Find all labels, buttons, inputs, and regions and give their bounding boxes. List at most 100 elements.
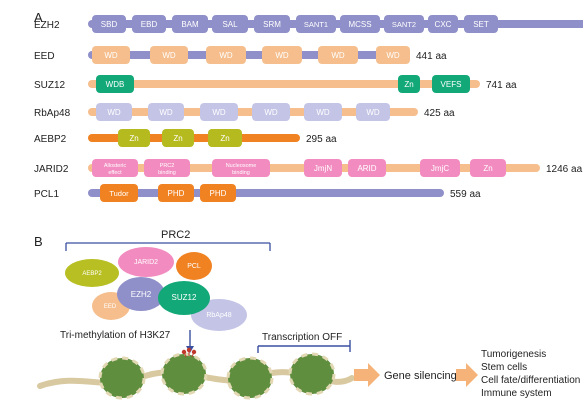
domain-box [318, 46, 358, 64]
domain-label: SANT1 [304, 20, 328, 29]
protein-name: SUZ12 [34, 80, 66, 91]
repression-bar [257, 340, 351, 353]
ezh2-subunit-label: EZH2 [131, 290, 152, 299]
gene-silencing-label: Gene silencing [384, 370, 457, 382]
domain-box [470, 159, 506, 177]
domain-label: WD [104, 51, 118, 60]
domain-label: Zn [404, 80, 413, 89]
right-arrow-icon [456, 363, 478, 387]
domain-label: WD [316, 108, 330, 117]
protein-name: EZH2 [34, 20, 60, 31]
domain-box [208, 129, 242, 147]
domain-box [92, 46, 130, 64]
domain-label: WD [159, 108, 173, 117]
domain-label: WD [212, 108, 226, 117]
domain-label: EBD [141, 20, 158, 29]
protein-length: 441 aa [416, 51, 447, 62]
domain-label: JmjC [431, 164, 449, 173]
protein-length: 559 aa [450, 189, 481, 200]
domain-box [376, 46, 410, 64]
domain-label: WD [162, 51, 176, 60]
aebp2-subunit [65, 259, 119, 287]
protein-backbone [88, 80, 480, 88]
domain-box [212, 159, 270, 177]
trimethylation-label: Tri-methylation of H3K27 [60, 330, 171, 341]
prc2-complex: AEBP2 JARID2 PCL EED EZH2 RbAp48 SUZ12 [65, 247, 247, 331]
protein-backbone [88, 189, 444, 197]
chromatin-fiber [37, 347, 355, 400]
outcome-list: Tumorigenesis Stem cells Cell fate/diffe… [481, 349, 580, 399]
domain-box [144, 159, 190, 177]
domain-box [200, 103, 238, 121]
domain-label: WD [366, 108, 380, 117]
domain-label: BAM [181, 20, 199, 29]
domain-box [432, 75, 470, 93]
domain-label: Zn [220, 134, 229, 143]
domain-label: ARID [357, 164, 376, 173]
domain-box [162, 129, 194, 147]
domain-box [158, 184, 194, 202]
protein-name: JARID2 [34, 164, 69, 175]
domain-label: CXC [435, 20, 452, 29]
domain-box [100, 184, 138, 202]
pcl-subunit [176, 252, 212, 280]
domain-label: WD [264, 108, 278, 117]
outcome-item: Tumorigenesis [481, 349, 546, 360]
domain-box [150, 46, 188, 64]
domain-box [206, 46, 246, 64]
domain-box [96, 103, 132, 121]
rbap48-subunit-label: RbAp48 [206, 312, 231, 319]
nucleosome [226, 356, 274, 400]
jarid2-subunit [118, 247, 174, 277]
panel-a-label: A [34, 10, 43, 25]
domain-label: WD [219, 51, 233, 60]
outcome-item: Stem cells [481, 362, 527, 373]
domain-label: VEFS [441, 80, 462, 89]
outcome-item: Cell fate/differentiation [481, 375, 580, 386]
protein-domain-map: EZH2SBDEBDBAMSALSRMSANT1MCSSSANT2CXCSET7… [34, 15, 583, 202]
domain-box [92, 15, 126, 33]
domain-label: WD [275, 51, 289, 60]
domain-box [96, 75, 134, 93]
domain-label: SBD [101, 20, 118, 29]
domain-label: WD [331, 51, 345, 60]
ezh2-subunit [117, 277, 165, 311]
suz12-subunit-label: SUZ12 [172, 293, 197, 302]
prc2-title: PRC2 [161, 229, 190, 241]
domain-label: Zn [173, 134, 182, 143]
domain-box [200, 184, 236, 202]
domain-box [212, 15, 248, 33]
aebp2-subunit-label: AEBP2 [82, 271, 102, 277]
domain-label: WD [386, 51, 400, 60]
domain-label: SRM [263, 20, 281, 29]
protein-length: 425 aa [424, 108, 455, 119]
domain-box [398, 75, 420, 93]
domain-box [420, 159, 460, 177]
domain-label: WDB [106, 80, 125, 89]
eed-subunit-label: EED [104, 304, 117, 310]
domain-label: Tudor [109, 189, 129, 198]
panel-b-label: B [34, 234, 43, 249]
domain-label: Zn [129, 134, 138, 143]
domain-box [172, 15, 208, 33]
transcription-off-label: Transcription OFF [262, 332, 342, 343]
nucleosome [98, 356, 146, 400]
domain-box [118, 129, 150, 147]
domain-box [296, 15, 336, 33]
pcl-subunit-label: PCL [187, 263, 201, 270]
domain-label: SAL [222, 20, 238, 29]
domain-label: MCSS [348, 20, 371, 29]
outcome-item: Immune system [481, 388, 552, 399]
domain-label: PHD [168, 189, 185, 198]
protein-name: PCL1 [34, 189, 59, 200]
